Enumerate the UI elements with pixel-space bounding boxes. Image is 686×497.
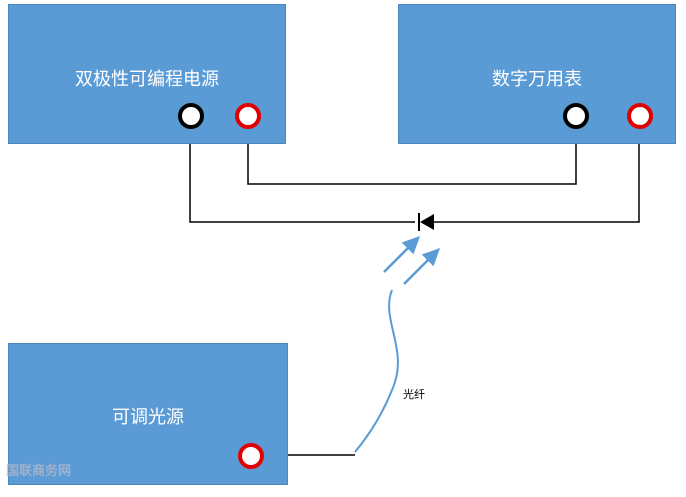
light-source-output-terminal[interactable] <box>238 443 264 469</box>
power-supply-box: 双极性可编程电源 <box>8 4 286 144</box>
light-source-box: 可调光源 <box>8 343 288 485</box>
light-arrows-icon <box>383 235 441 285</box>
power-supply-label: 双极性可编程电源 <box>75 69 219 90</box>
optical-fiber <box>354 289 399 453</box>
light-source-label: 可调光源 <box>112 407 184 428</box>
wire-supply-negative <box>189 144 415 223</box>
multimeter-black-terminal[interactable] <box>563 103 589 129</box>
fiber-label: 光纤 <box>403 388 425 401</box>
multimeter-box: 数字万用表 <box>398 4 676 144</box>
wire-meter-positive <box>434 144 640 223</box>
multimeter-label: 数字万用表 <box>492 69 582 90</box>
multimeter-red-terminal[interactable] <box>627 103 653 129</box>
wire-supply-positive-to-meter <box>247 144 577 185</box>
power-supply-black-terminal[interactable] <box>178 103 204 129</box>
photodiode-symbol <box>418 213 434 231</box>
power-supply-red-terminal[interactable] <box>235 103 261 129</box>
watermark: 国联商务网 <box>6 464 72 479</box>
